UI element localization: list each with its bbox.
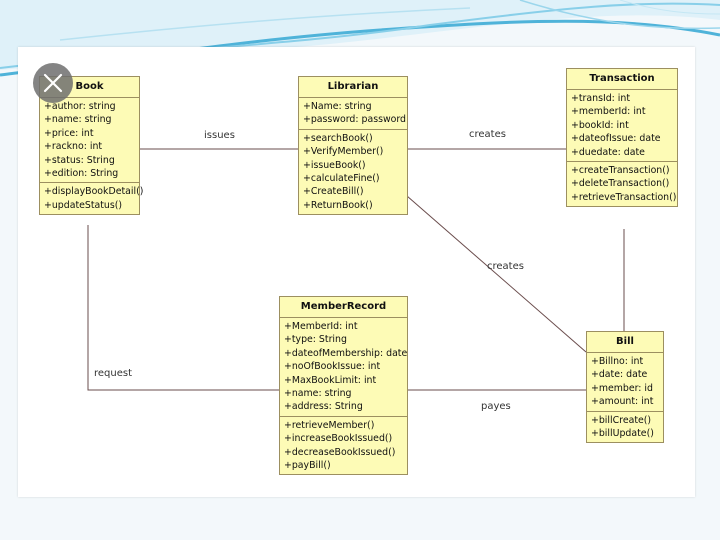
label-payes: payes [481,401,511,412]
transaction-attr: +dateofIssue: date [571,133,661,145]
label-issues: issues [204,130,235,141]
class-librarian[interactable]: Librarian +Name: string +password: passw… [298,76,408,216]
bill-method: +billCreate() [591,414,652,426]
transaction-method: +createTransaction() [571,165,670,177]
book-attr: +status: String [44,154,115,166]
member-attr: +MemberId: int [284,321,358,332]
librarian-method: +CreateBill() [303,186,364,198]
book-method: +updateStatus() [44,199,123,211]
book-attr: +author: string [44,101,116,112]
class-transaction[interactable]: Transaction +transId: int +memberId: int… [566,68,678,208]
class-librarian-attributes: +Name: string +password: password [299,98,407,130]
class-bill-attributes: +Billno: int +date: date +member: id +am… [587,353,663,412]
book-attr: +rackno: int [44,141,103,153]
member-attr: +dateofMembership: date [284,347,408,359]
class-transaction-title: Transaction [567,69,677,90]
transaction-attr: +bookId: int [571,119,629,131]
label-creates-transaction: creates [469,129,506,140]
librarian-method: +issueBook() [303,159,366,171]
book-attr: +price: int [44,127,94,139]
book-attr: +edition: String [44,168,119,180]
class-member-record[interactable]: MemberRecord +MemberId: int +type: Strin… [279,296,408,476]
label-creates-bill: creates [487,261,524,272]
close-button[interactable] [33,63,73,103]
librarian-method: +VerifyMember() [303,146,384,158]
bill-method: +billUpdate() [591,428,654,440]
member-method: +increaseBookIssued() [284,433,393,445]
member-method: +payBill() [284,460,331,472]
class-book-attributes: +author: string +name: string +price: in… [40,98,139,184]
class-member-record-attributes: +MemberId: int +type: String +dateofMemb… [280,318,407,417]
class-librarian-methods: +searchBook() +VerifyMember() +issueBook… [299,130,407,214]
member-attr: +noOfBookIssue: int [284,361,381,373]
bill-attr: +amount: int [591,396,654,408]
class-bill[interactable]: Bill +Billno: int +date: date +member: i… [586,331,664,444]
transaction-attr: +memberId: int [571,106,646,118]
class-transaction-attributes: +transId: int +memberId: int +bookId: in… [567,90,677,163]
class-transaction-methods: +createTransaction() +deleteTransaction(… [567,162,677,206]
class-book-title: Book [40,77,139,98]
book-method: +displayBookDetail() [44,186,144,198]
transaction-method: +deleteTransaction() [571,178,670,190]
librarian-method: +searchBook() [303,132,373,144]
transaction-attr: +transId: int [571,93,631,104]
member-attr: +type: String [284,334,347,346]
close-icon [43,73,63,93]
class-bill-title: Bill [587,332,663,353]
class-bill-methods: +billCreate() +billUpdate() [587,412,663,443]
class-member-record-methods: +retrieveMember() +increaseBookIssued() … [280,417,407,475]
bill-attr: +Billno: int [591,356,644,367]
book-attr: +name: string [44,114,112,126]
transaction-attr: +duedate: date [571,146,645,158]
label-request: request [94,368,133,379]
librarian-attr: +password: password [303,114,407,126]
class-member-record-title: MemberRecord [280,297,407,318]
librarian-method: +calculateFine() [303,173,380,185]
member-attr: +name: string [284,388,352,400]
member-attr: +MaxBookLimit: int [284,374,377,386]
librarian-method: +ReturnBook() [303,199,373,211]
bill-attr: +date: date [591,369,648,381]
librarian-attr: +Name: string [303,101,372,112]
transaction-method: +retrieveTransaction() [571,191,677,203]
bill-attr: +member: id [591,382,653,394]
class-librarian-title: Librarian [299,77,407,98]
member-attr: +address: String [284,401,363,413]
member-method: +decreaseBookIssued() [284,446,396,458]
class-book-methods: +displayBookDetail() +updateStatus() [40,183,144,214]
member-method: +retrieveMember() [284,419,375,431]
